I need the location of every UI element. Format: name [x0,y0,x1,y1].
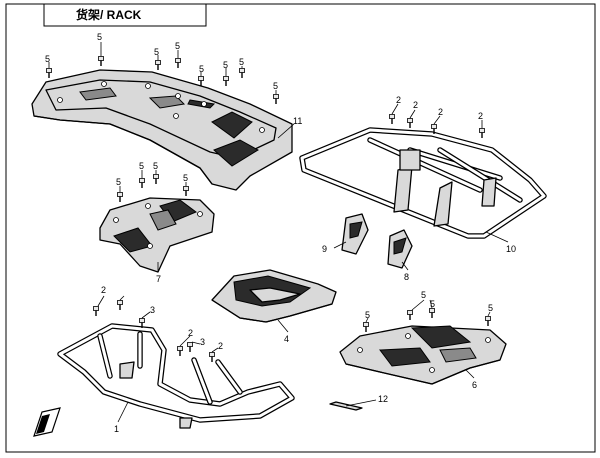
leaders-part-1 [97,295,219,423]
callout-1: 1 [114,424,119,434]
callout-3-a: 3 [150,305,155,315]
part-6-rear-rack [339,325,507,385]
callout-5-b: 5 [97,32,102,42]
callout-10: 10 [506,244,516,254]
title-box: 货架/ RACK [43,3,207,27]
callout-6: 6 [472,380,477,390]
callout-5-m: 5 [365,310,370,320]
callout-2-a: 2 [396,95,401,105]
callout-9: 9 [322,244,327,254]
callout-5-n: 5 [421,290,426,300]
callout-5-d: 5 [175,41,180,51]
callout-5-g: 5 [239,57,244,67]
callout-3-b: 3 [200,337,205,347]
callout-2-c: 2 [438,107,443,117]
callout-2-e: 2 [101,285,106,295]
leaders-part-7 [119,170,187,272]
callout-5-k: 5 [153,161,158,171]
part-10-rear-rack [299,127,547,239]
callout-5-j: 5 [139,161,144,171]
part-8-bracket: 8 [387,229,413,282]
callout-12: 12 [378,394,388,404]
diagram-title: 货架/ RACK [76,7,142,22]
callout-5-c: 5 [154,47,159,57]
callout-4: 4 [284,334,289,344]
callout-5-i: 5 [116,177,121,187]
part-12-strip: 12 [329,394,388,411]
front-direction-arrow-icon [33,407,61,437]
callout-11: 11 [293,116,302,126]
part-11-front-rack [31,69,293,191]
part-1-front-frame [57,323,295,429]
callout-2-d: 2 [478,111,483,121]
leaders-part-6 [365,299,491,379]
callout-5-o: 5 [430,299,435,309]
callout-5-l: 5 [183,173,188,183]
leaders-part-10 [391,103,509,243]
callout-5-p: 5 [488,303,493,313]
callout-2-b: 2 [413,100,418,110]
callout-5-h: 5 [273,81,278,91]
callout-5-a: 5 [45,54,50,64]
part-4-cargo-lid: 4 [211,269,337,344]
callout-2-g: 2 [218,341,223,351]
callout-7: 7 [156,274,161,284]
diagram-border [5,3,596,453]
part-9-bracket: 9 [322,213,369,255]
part-7-bracket [99,197,215,273]
callout-5-f: 5 [223,60,228,70]
callout-2-f: 2 [188,328,193,338]
callout-8: 8 [404,272,409,282]
leaders-part-11 [48,42,295,139]
callout-5-e: 5 [199,64,204,74]
